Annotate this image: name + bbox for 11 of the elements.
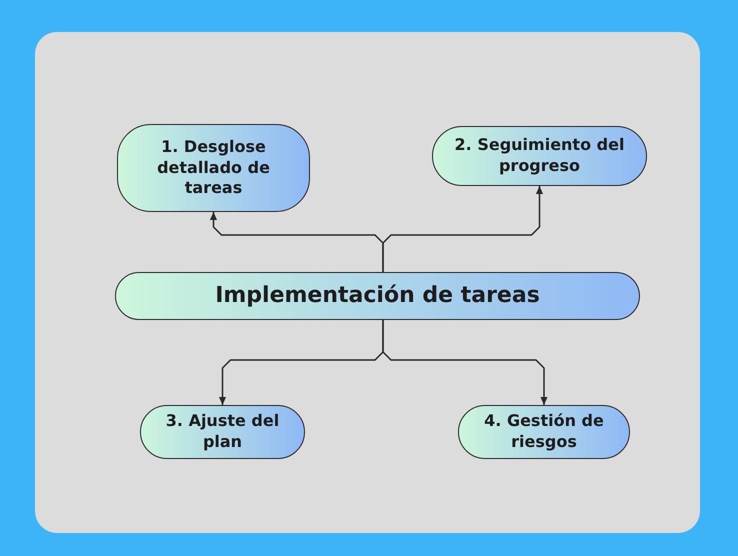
node-label: 2. Seguimiento del progreso [454,135,626,177]
subtopic-box [458,405,630,459]
subtopic-box [117,124,310,212]
node-label: 4. Gestión de riesgos [483,411,605,453]
node-label: Implementación de tareas [215,282,540,310]
arrow [382,186,544,272]
central-topic-box [115,272,640,320]
arrow [382,320,548,405]
node-label: 3. Ajuste del plan [164,411,280,453]
node-label: 1. Desglose detallado de tareas [156,136,271,200]
subtopic-box [140,405,305,459]
